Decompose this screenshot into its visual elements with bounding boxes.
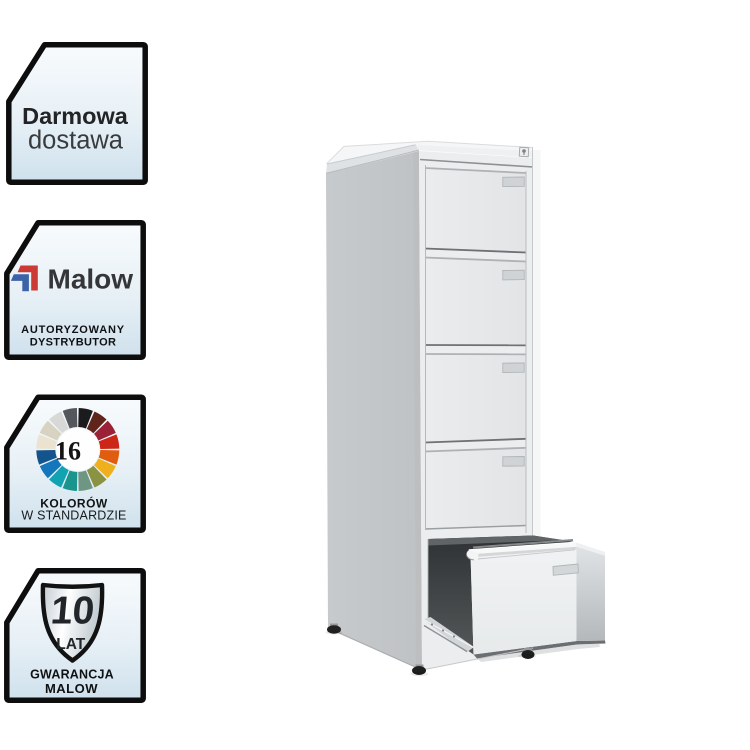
svg-text:W STANDARDZIE: W STANDARDZIE: [21, 509, 126, 523]
svg-text:LAT: LAT: [56, 636, 86, 653]
svg-text:16: 16: [55, 437, 81, 466]
svg-text:dostawa: dostawa: [28, 127, 124, 155]
svg-text:DYSTRYBUTOR: DYSTRYBUTOR: [30, 337, 116, 349]
svg-text:GWARANCJA: GWARANCJA: [30, 668, 114, 682]
svg-text:10: 10: [49, 590, 96, 633]
svg-text:AUTORYZOWANY: AUTORYZOWANY: [21, 324, 125, 336]
svg-text:Malow: Malow: [48, 264, 134, 295]
svg-text:Darmowa: Darmowa: [22, 103, 129, 129]
svg-text:KOLORÓW: KOLORÓW: [40, 496, 108, 511]
svg-text:MALOW: MALOW: [45, 681, 98, 696]
